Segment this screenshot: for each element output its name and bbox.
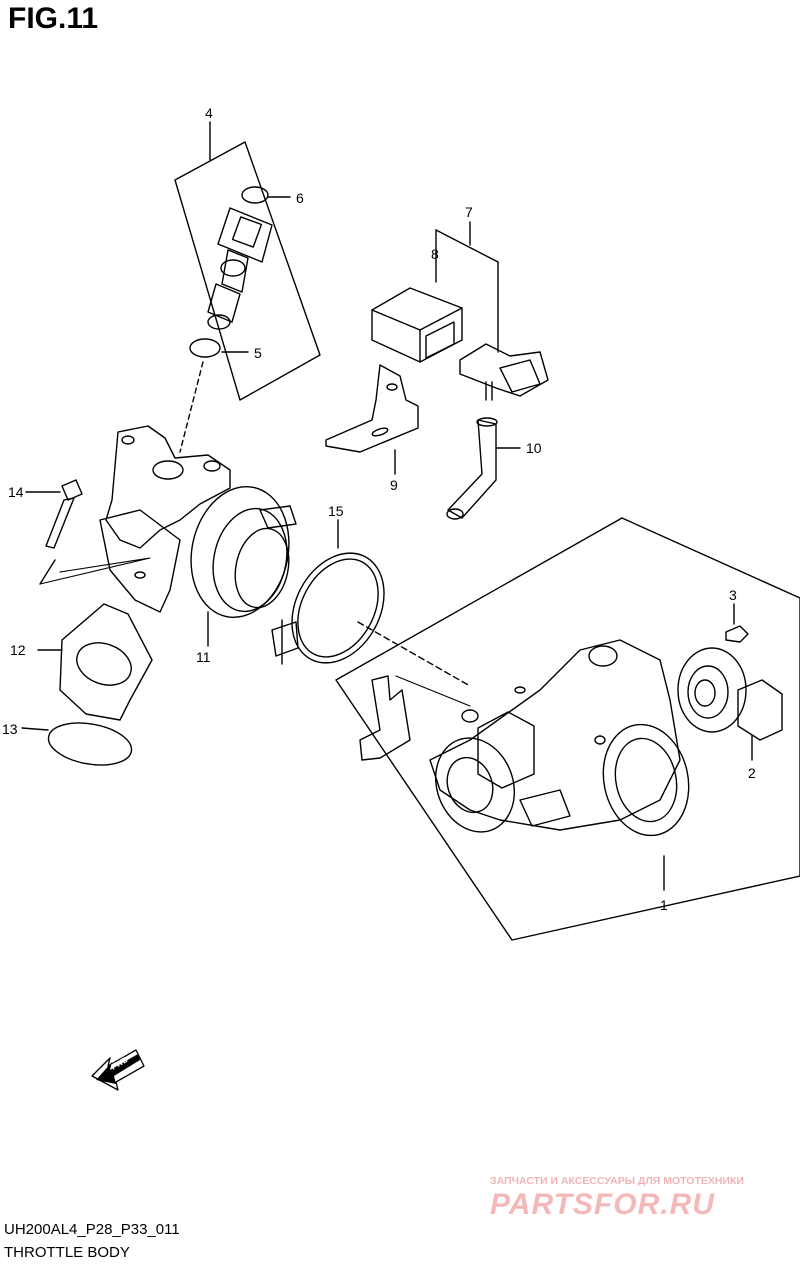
hose-clamp	[271, 519, 471, 687]
intake-pipe	[99, 425, 297, 619]
throttle-body	[359, 639, 690, 837]
insulator-gasket	[37, 603, 153, 721]
callout-9: 9	[390, 477, 398, 493]
callout-11: 11	[196, 649, 211, 665]
watermark-tagline: ЗАПЧАСТИ И АКСЕССУАРЫ ДЛЯ МОТОТЕХНИКИ	[490, 1175, 744, 1187]
vacuum-hose	[446, 417, 521, 520]
figure-code: UH200AL4_P28_P33_011	[4, 1221, 180, 1238]
callout-8: 8	[431, 246, 439, 262]
callout-5: 5	[254, 345, 262, 361]
throttle-position-sensor	[677, 647, 783, 741]
callout-7: 7	[465, 204, 473, 220]
pressure-sensor	[459, 343, 549, 401]
callout-1: 1	[660, 897, 668, 913]
o-ring-6	[241, 186, 269, 204]
callout-4: 4	[205, 105, 213, 121]
mounting-bolt	[25, 479, 151, 585]
callout-3: 3	[729, 587, 737, 603]
callout-2: 2	[748, 765, 756, 781]
o-ring-13	[47, 722, 133, 766]
callout-6: 6	[296, 190, 304, 206]
callout-12: 12	[10, 642, 26, 658]
o-ring-5	[189, 338, 221, 358]
watermark-logo: PARTSFOR.RU	[490, 1188, 715, 1221]
fuel-injector	[207, 207, 273, 330]
callout-14: 14	[8, 484, 24, 500]
sensor-bracket	[325, 364, 419, 453]
callout-15: 15	[328, 503, 344, 519]
throttle-body-group-box	[335, 517, 800, 941]
figure-title: FIG.11	[8, 2, 99, 35]
figure-name: THROTTLE BODY	[4, 1244, 130, 1261]
injector-group-box	[174, 121, 321, 401]
sensor-screw	[725, 603, 749, 643]
callout-13: 13	[2, 721, 18, 737]
fwd-arrow-icon: FWD	[91, 1049, 145, 1091]
sensor-cover	[371, 287, 463, 363]
callout-10: 10	[526, 440, 542, 456]
sensor-group-bracket	[435, 221, 499, 353]
